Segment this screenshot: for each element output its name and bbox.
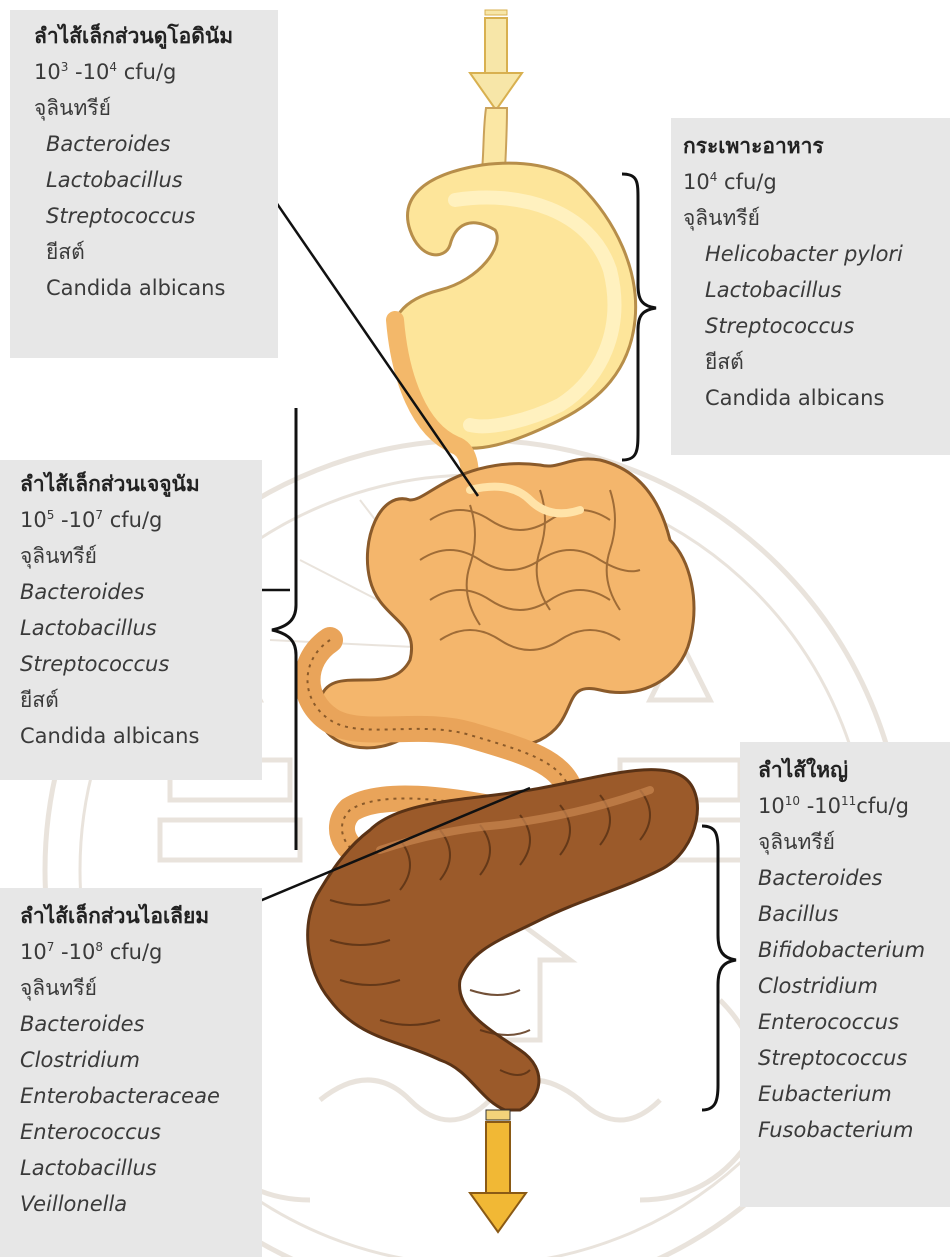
- ileum-title: ลำไส้เล็กส่วนไอเลียม: [20, 902, 209, 931]
- large-intestine-title: ลำไส้ใหญ่: [758, 756, 848, 785]
- ileum-organism: Enterobacteraceae: [20, 1082, 220, 1111]
- large-intestine-organism: Bacteroides: [758, 864, 882, 893]
- large-intestine-info-box: ลำไส้ใหญ่ 1010 -1011cfu/g จุลินทรีย์ Bac…: [740, 742, 950, 1207]
- large-intestine-organism: Streptococcus: [758, 1044, 907, 1073]
- exit-arrow-icon: [470, 1110, 526, 1232]
- ileum-organism: Lactobacillus: [20, 1154, 157, 1183]
- stomach-cfu-count: 104 cfu/g: [683, 168, 777, 197]
- large-intestine-organism: Eubacterium: [758, 1080, 892, 1109]
- jejunum-microbes-label: จุลินทรีย์: [20, 542, 97, 571]
- jejunum-yeast-label: ยีสต์: [20, 686, 59, 715]
- large-intestine-cfu-count: 1010 -1011cfu/g: [758, 792, 909, 821]
- entry-arrow-icon: [470, 10, 522, 110]
- jejunum-organism: Streptococcus: [20, 650, 169, 679]
- ileum-organism: Enterococcus: [20, 1118, 161, 1147]
- jejunum-yeast: Candida albicans: [20, 722, 199, 751]
- duodenum-microbes-label: จุลินทรีย์: [34, 94, 111, 123]
- stomach-microbes-label: จุลินทรีย์: [683, 204, 760, 233]
- large-intestine-organism: Bacillus: [758, 900, 839, 929]
- stomach-title: กระเพาะอาหาร: [683, 132, 824, 161]
- jejunum-cfu-count: 105 -107 cfu/g: [20, 506, 162, 535]
- jejunum-title: ลำไส้เล็กส่วนเจจูนัม: [20, 470, 200, 499]
- jejunum-info-box: ลำไส้เล็กส่วนเจจูนัม 105 -107 cfu/g จุลิ…: [0, 460, 262, 780]
- large-intestine-illustration: [308, 770, 698, 1110]
- duodenum-cfu-count: 103 -104 cfu/g: [34, 58, 176, 87]
- jejunum-organism: Lactobacillus: [20, 614, 157, 643]
- stomach-organism: Lactobacillus: [705, 276, 842, 305]
- ileum-info-box: ลำไส้เล็กส่วนไอเลียม 107 -108 cfu/g จุลิ…: [0, 888, 262, 1257]
- ileum-organism: Veillonella: [20, 1190, 127, 1219]
- ileum-organism: Clostridium: [20, 1046, 140, 1075]
- large-intestine-organism: Bifidobacterium: [758, 936, 925, 965]
- large-intestine-brace: [702, 826, 736, 1110]
- stomach-yeast-label: ยีสต์: [705, 348, 744, 377]
- large-intestine-microbes-label: จุลินทรีย์: [758, 828, 835, 857]
- stomach-yeast: Candida albicans: [705, 384, 884, 413]
- stomach-organism: Streptococcus: [705, 312, 854, 341]
- duodenum-organism: Lactobacillus: [46, 166, 183, 195]
- large-intestine-organism: Fusobacterium: [758, 1116, 913, 1145]
- duodenum-organism: Streptococcus: [46, 202, 195, 231]
- stomach-organism: Helicobacter pylori: [705, 240, 903, 269]
- jejunum-organism: Bacteroides: [20, 578, 144, 607]
- ileum-microbes-label: จุลินทรีย์: [20, 974, 97, 1003]
- stomach-illustration: [392, 163, 636, 480]
- stomach-info-box: กระเพาะอาหาร 104 cfu/g จุลินทรีย์ Helico…: [671, 118, 950, 455]
- ileum-cfu-count: 107 -108 cfu/g: [20, 938, 162, 967]
- duodenum-yeast-label: ยีสต์: [46, 238, 85, 267]
- duodenum-organism: Bacteroides: [46, 130, 170, 159]
- large-intestine-organism: Enterococcus: [758, 1008, 899, 1037]
- large-intestine-organism: Clostridium: [758, 972, 878, 1001]
- ileum-organism: Bacteroides: [20, 1010, 144, 1039]
- duodenum-title: ลำไส้เล็กส่วนดูโอดินัม: [34, 22, 233, 51]
- duodenum-info-box: ลำไส้เล็กส่วนดูโอดินัม 103 -104 cfu/g จุ…: [10, 10, 278, 358]
- duodenum-yeast: Candida albicans: [46, 274, 225, 303]
